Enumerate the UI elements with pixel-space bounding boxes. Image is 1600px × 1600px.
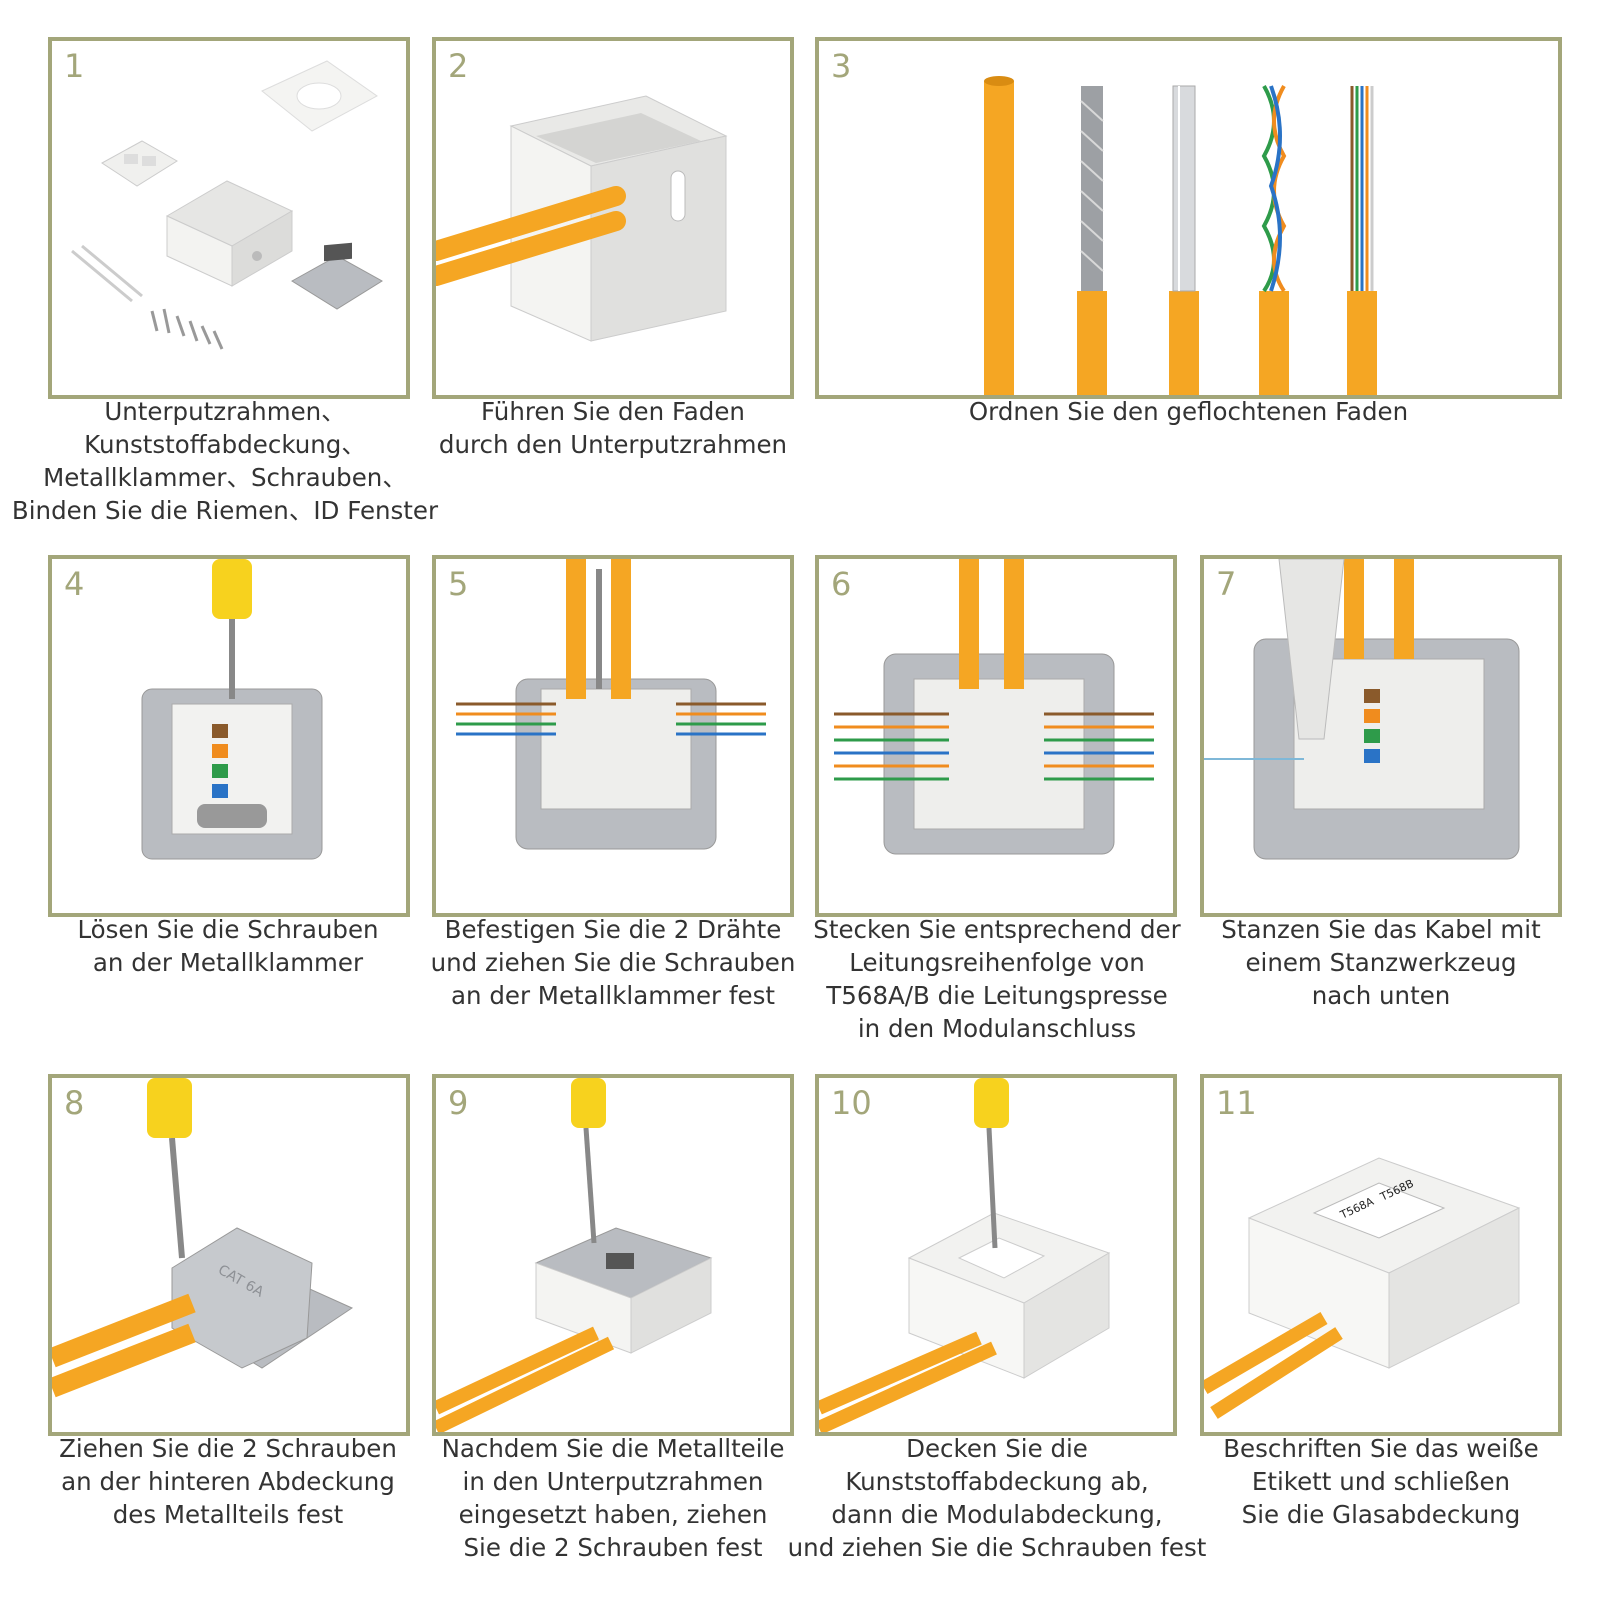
- step-number: 6: [831, 565, 852, 603]
- step-panel-5: 5: [432, 555, 794, 917]
- cable-stripping-illustration: [984, 76, 1377, 395]
- step-panel-9: 9: [432, 1074, 794, 1436]
- step-caption-3: Ordnen Sie den geflochtenen Faden: [968, 397, 1409, 426]
- step-panel-8: 8 CAT 6A: [48, 1074, 410, 1436]
- step-number: 1: [64, 47, 85, 85]
- step-panel-7: 7: [1200, 555, 1562, 917]
- step-caption-1: Unterputzrahmen、Kunststoffabdeckung、Meta…: [11, 397, 439, 525]
- step-panel-11: 11 T568A T568B: [1200, 1074, 1562, 1436]
- cat6a-cover-illustration: CAT 6A: [52, 1078, 354, 1398]
- finished-box-illustration: T568A T568B: [1204, 1157, 1521, 1419]
- step-number: 2: [448, 47, 469, 85]
- punchdown-tool-illustration: [1204, 559, 1520, 860]
- step-panel-10: 10: [815, 1074, 1177, 1436]
- step-panel-3: 3: [815, 37, 1562, 399]
- step-number: 9: [448, 1084, 469, 1122]
- cover-box-illustration: [819, 1078, 1111, 1432]
- box-cable-illustration: [436, 95, 728, 342]
- step-number: 3: [831, 47, 852, 85]
- step-number: 11: [1216, 1084, 1257, 1122]
- step-panel-6: 6: [815, 555, 1177, 917]
- module-screwdriver-illustration: [141, 559, 323, 860]
- step-number: 4: [64, 565, 85, 603]
- parts-illustration: [71, 60, 383, 350]
- step-panel-4: 4: [48, 555, 410, 917]
- module-in-box-illustration: [436, 1078, 713, 1432]
- module-wires-illustration: [456, 559, 766, 850]
- step-number: 8: [64, 1084, 85, 1122]
- step-panel-1: 1: [48, 37, 410, 399]
- step-number: 10: [831, 1084, 872, 1122]
- step-panel-2: 2: [432, 37, 794, 399]
- step-number: 7: [1216, 565, 1237, 603]
- step-number: 5: [448, 565, 469, 603]
- module-punchdown-illustration: [834, 559, 1154, 855]
